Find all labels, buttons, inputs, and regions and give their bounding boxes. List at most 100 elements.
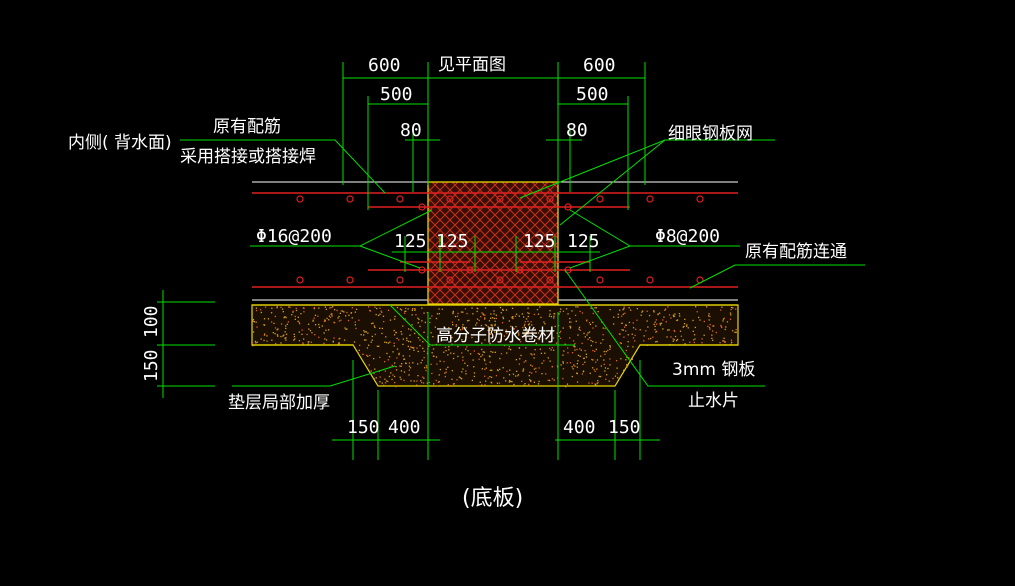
cushion-speckle [517,375,519,377]
cushion-speckle [409,348,411,350]
cushion-speckle [586,319,588,321]
cushion-speckle [457,346,459,348]
cushion-speckle [553,313,555,315]
cushion-speckle [476,322,478,324]
cushion-speckle [480,316,482,318]
cushion-speckle [708,319,710,321]
dim-bottom-right-150: 150 [608,417,641,438]
cushion-speckle [339,312,341,314]
cushion-speckle [525,360,527,362]
cushion-speckle [407,308,409,310]
cushion-speckle [607,349,609,352]
cushion-speckle [579,355,581,357]
dim-mid-125-c: 125 [523,231,556,252]
cushion-speckle [563,350,565,352]
cushion-speckle [495,375,498,377]
cushion-speckle [312,319,314,321]
cushion-speckle [495,317,497,320]
cushion-speckle [468,319,470,322]
cushion-speckle [525,331,528,333]
cushion-speckle [653,323,655,325]
cushion-speckle [625,330,627,332]
cushion-speckle [409,367,412,369]
cushion-speckle [534,349,536,351]
cushion-speckle [384,370,386,372]
cushion-speckle [540,385,542,387]
cushion-speckle [676,319,678,322]
cushion-speckle [376,307,378,310]
cushion-speckle [522,370,524,372]
cushion-speckle [722,340,724,342]
rebar-section-dot [346,276,354,284]
cushion-speckle [310,341,312,343]
cushion-speckle [602,339,604,341]
cushion-speckle [499,339,502,341]
cushion-speckle [437,381,440,383]
cushion-speckle [640,314,642,316]
cushion-speckle [260,338,262,340]
cushion-speckle [430,363,432,365]
cushion-speckle [313,306,316,309]
rebar-section-dot [496,276,504,284]
cushion-speckle [306,333,308,336]
cushion-speckle [280,342,282,344]
rebar-section-dot [596,195,604,203]
cushion-speckle [285,337,287,339]
cushion-speckle [451,336,453,339]
cushion-speckle [562,354,564,356]
cushion-speckle [491,324,493,326]
cushion-speckle [285,333,288,335]
cushion-speckle [576,363,578,365]
cushion-speckle [584,350,586,352]
cushion-speckle [380,310,382,312]
cushion-speckle [340,310,343,312]
cushion-speckle [562,361,564,363]
cushion-speckle [547,357,549,359]
cushion-speckle [631,333,633,335]
cushion-speckle [724,341,726,343]
cushion-speckle [664,309,666,311]
cushion-speckle [360,334,362,336]
cushion-speckle [639,329,641,331]
cushion-speckle [469,353,472,355]
dim-mid-125-b: 125 [436,231,469,252]
cushion-speckle [466,320,469,322]
cushion-speckle [508,320,510,322]
cushion-speckle [421,359,423,361]
cushion-speckle [288,306,290,308]
cushion-speckle [604,367,607,369]
cushion-speckle [478,358,480,360]
cushion-speckle [627,341,629,343]
cushion-speckle [609,346,611,348]
cushion-speckle [530,321,532,323]
cushion-speckle [530,380,532,382]
cushion-speckle [684,343,686,345]
cushion-speckle [556,332,558,334]
cushion-speckle [616,367,618,369]
cushion-speckle [407,345,409,348]
cushion-speckle [480,324,483,327]
cushion-speckle [438,313,440,315]
cushion-speckle [589,323,592,326]
cushion-speckle [502,308,504,311]
cushion-speckle [481,348,483,351]
cushion-speckle [522,368,525,370]
cushion-speckle [659,312,661,314]
cushion-speckle [539,348,541,350]
cushion-speckle [400,365,402,367]
cushion-speckle [505,329,507,331]
cushion-speckle [363,330,365,332]
cushion-speckle [408,328,410,330]
cushion-speckle [571,310,573,312]
cushion-speckle [517,374,520,376]
cushion-speckle [533,381,535,383]
cushion-speckle [416,347,418,349]
cushion-speckle [408,374,410,376]
cushion-speckle [624,312,626,314]
cushion-speckle [311,332,313,334]
cushion-speckle [551,378,554,380]
cushion-speckle [457,355,459,358]
cushion-speckle [282,311,284,313]
cushion-speckle [537,313,540,315]
cushion-speckle [333,337,335,339]
